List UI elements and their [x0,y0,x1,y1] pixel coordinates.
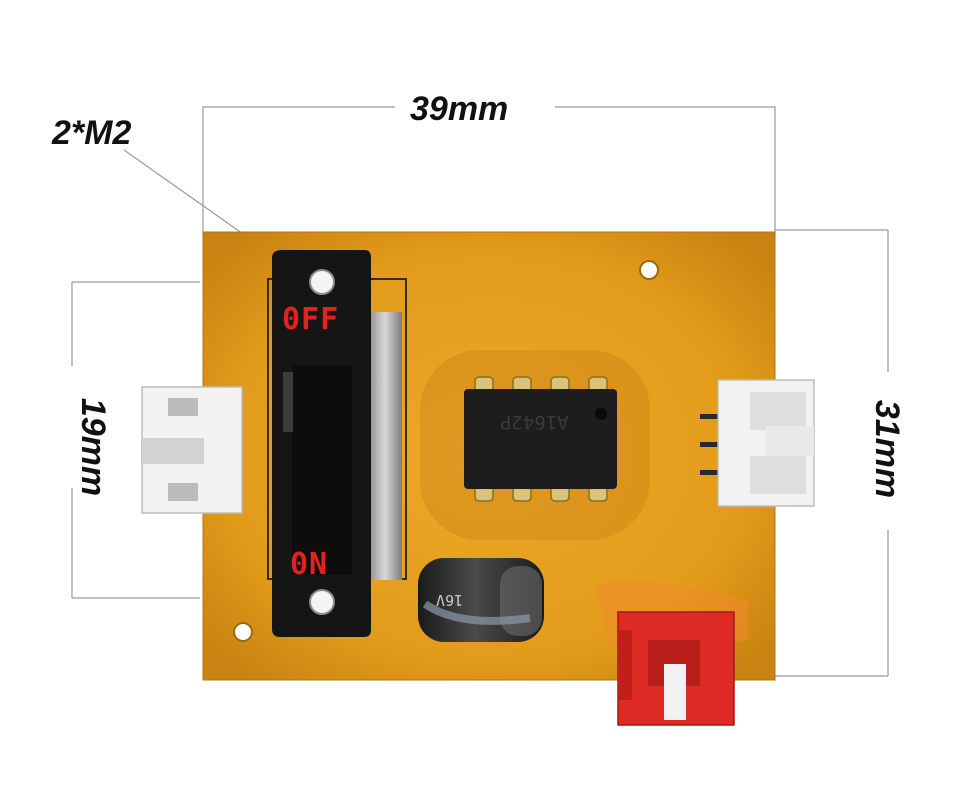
capacitor-marking: 16V [436,591,464,609]
chip-marking: A1642P [500,411,569,433]
connector-span-dimension-label: 19mm [74,397,113,497]
slide-switch [267,250,407,637]
mounting-screw-label: 2*M2 [52,114,132,152]
connector-white-left [141,386,243,514]
switch-on-label: 0N [290,547,329,582]
height-dimension-label: 31mm [868,399,907,499]
connector-white-right [700,379,815,507]
switch-off-label: 0FF [282,302,340,337]
ic-chip [464,376,617,502]
mounting-hole-bottom-left [233,622,253,642]
width-dimension-label: 39mm [410,90,509,128]
switch-screw-top [309,269,335,295]
mounting-hole-top-right [639,260,659,280]
switch-screw-bottom [309,589,335,615]
connector-red [596,582,748,726]
capacitor [418,558,544,642]
